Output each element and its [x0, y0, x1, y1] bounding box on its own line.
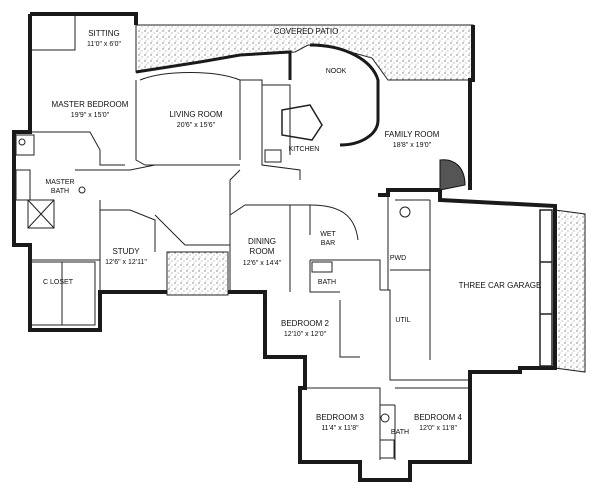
bedroom2-dims: 12'10" x 12'0"	[284, 331, 327, 338]
bedroom3-label: BEDROOM 3	[316, 413, 365, 422]
covered-patio-label: COVERED PATIO	[274, 27, 339, 36]
master-bath-label-2: BATH	[51, 188, 69, 195]
living-room-label: LIVING ROOM	[169, 110, 223, 119]
bedroom4-label: BEDROOM 4	[414, 413, 463, 422]
wet-bar-label-2: BAR	[321, 240, 335, 247]
util-label: UTIL	[395, 317, 410, 324]
exterior-walls	[12, 12, 557, 482]
family-room-dims: 18'8" x 19'0"	[393, 142, 432, 149]
room-labels: SITTING 11'0" x 6'0" COVERED PATIO MASTE…	[43, 27, 541, 436]
living-room-dims: 20'6" x 15'6"	[177, 122, 216, 129]
wet-bar-label: WET	[320, 231, 336, 238]
sitting-dims: 11'0" x 6'0"	[87, 41, 121, 48]
fireplace	[439, 159, 466, 191]
entry-walkway	[166, 251, 229, 296]
garage-doors	[539, 209, 553, 367]
interior-walls	[29, 14, 470, 460]
bedroom2-label: BEDROOM 2	[281, 319, 330, 328]
nook-label: NOOK	[326, 68, 347, 75]
kitchen-island	[264, 104, 323, 163]
master-bath-fixtures	[15, 134, 86, 229]
bedroom4-dims: 12'0" x 11'8"	[419, 425, 457, 432]
pwd-label: PWD	[390, 255, 406, 262]
master-bedroom-label: MASTER BEDROOM	[52, 100, 129, 109]
dining-room-label: DINING	[248, 237, 276, 246]
bedroom3-dims: 11'4" x 11'8"	[321, 425, 359, 432]
bath2-label: BATH	[391, 429, 409, 436]
sitting-label: SITTING	[88, 29, 120, 38]
garage-side-hardscape	[554, 209, 586, 373]
bath-label: BATH	[318, 279, 336, 286]
kitchen-label: KITCHEN	[289, 146, 320, 153]
master-bedroom-dims: 19'9" x 15'0"	[71, 112, 110, 119]
study-dims: 12'6" x 12'11"	[105, 259, 147, 266]
master-bath-label: MASTER	[45, 179, 74, 186]
family-room-label: FAMILY ROOM	[385, 130, 440, 139]
bath-fixtures	[311, 206, 411, 459]
study-label: STUDY	[112, 247, 140, 256]
dining-room-dims: 12'6" x 14'4"	[243, 260, 282, 267]
dining-room-label-2: ROOM	[250, 247, 275, 256]
closet-label: C LOSET	[43, 279, 74, 286]
garage-label: THREE CAR GARAGE	[459, 281, 542, 290]
